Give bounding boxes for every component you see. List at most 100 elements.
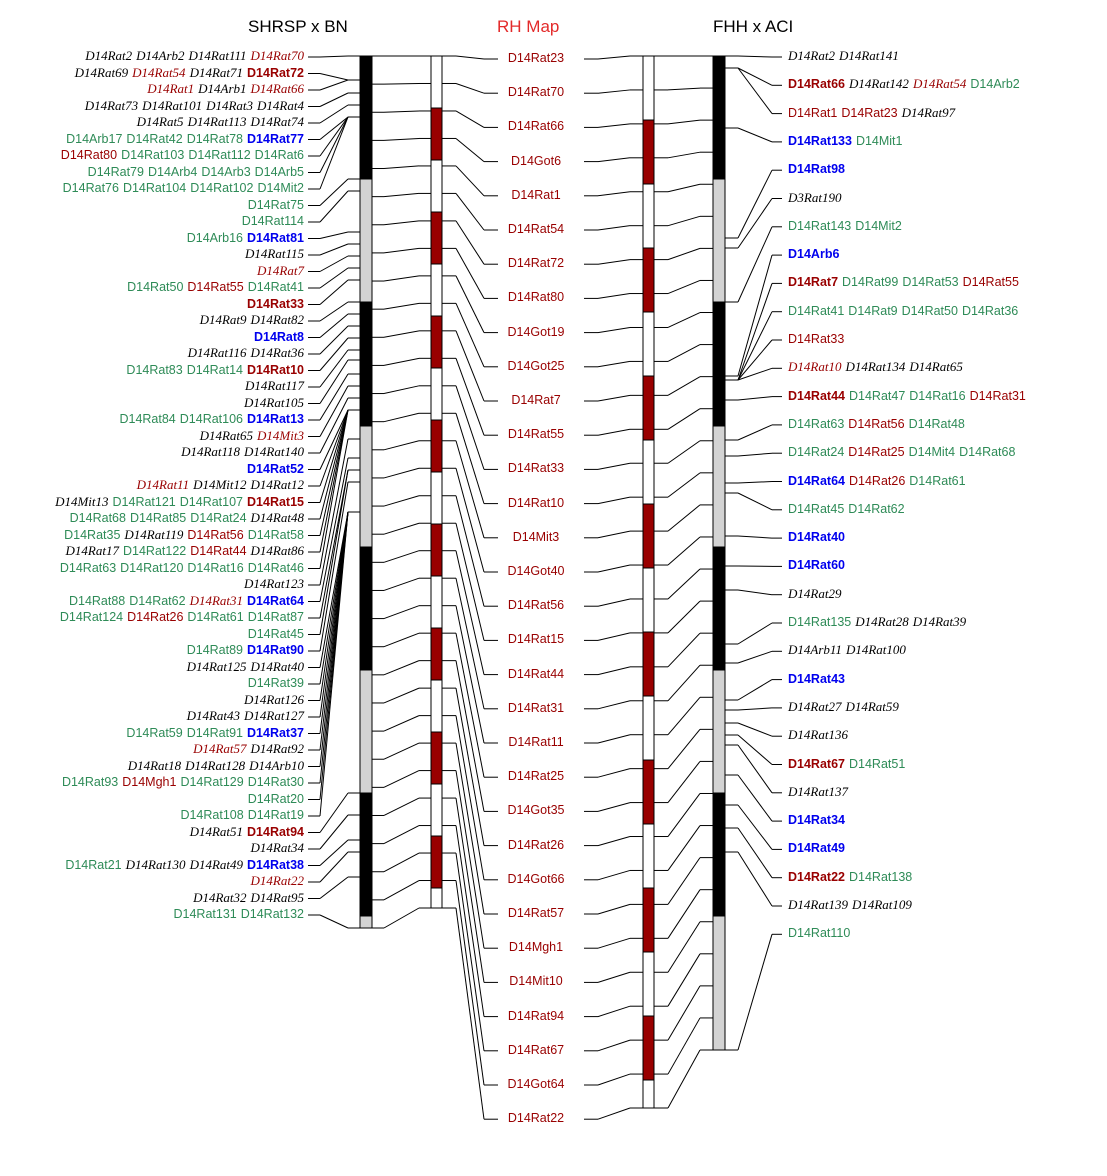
connector-line — [667, 568, 701, 600]
connector-line — [383, 330, 420, 338]
rh-right-bar-segment — [642, 1015, 655, 1081]
marker-label: D14Rat90 — [247, 643, 304, 657]
marker-label: D14Arb10 — [249, 757, 304, 773]
marker-label: D14Rat60 — [788, 558, 845, 573]
marker-label: D14Rat74 — [250, 114, 304, 129]
connector-line — [667, 536, 701, 566]
marker-label: D14Rat23 — [841, 105, 898, 120]
marker-label: D14Arb1 — [198, 81, 247, 96]
connector-line — [319, 267, 349, 289]
rh-right-bar-segment — [642, 1079, 655, 1109]
rh-marker-label: D14Rat54 — [507, 222, 565, 236]
connector-line — [667, 985, 701, 1041]
marker-label: D14Rat54 — [132, 64, 186, 80]
marker-label: D14Rat71 — [189, 64, 244, 80]
left-chromosome-bar-segment — [359, 178, 373, 303]
marker-label: D14Rat49 — [788, 841, 845, 856]
rh-marker-label: D14Got25 — [507, 358, 565, 373]
left-chromosome-bar-segment — [359, 915, 373, 929]
connector-line — [667, 215, 701, 227]
marker-label: D3Rat190 — [788, 189, 842, 205]
connector-line — [737, 452, 773, 457]
marker-label: D14Rat68 — [69, 511, 126, 525]
rh-right-bar-segment — [642, 631, 655, 697]
marker-label: D14Rat54 — [912, 76, 967, 92]
connector-line — [737, 481, 773, 484]
connector-line — [667, 953, 701, 1007]
marker-label: D14Arb6 — [788, 247, 840, 262]
marker-label: D14Rat128 — [185, 757, 246, 773]
marker-label: D14Rat11 — [136, 477, 190, 492]
connector-line — [319, 839, 349, 866]
rh-right-bar-segment — [642, 119, 655, 185]
connector-line — [737, 827, 773, 878]
connector-line — [455, 55, 485, 60]
connector-line — [597, 394, 631, 402]
left-map-row: D14Rat75 — [248, 198, 304, 212]
marker-label: D14Rat48 — [250, 510, 304, 525]
marker-label: D14Rat109 — [851, 897, 912, 912]
connector-line — [383, 412, 420, 423]
connector-line — [737, 226, 773, 303]
marker-label: D14Rat5 — [136, 114, 184, 129]
connector-line — [737, 589, 773, 596]
marker-label: D14Rat17 — [65, 543, 119, 558]
left-map-row: D14Rat7 — [257, 263, 304, 278]
marker-label: D14Rat127 — [244, 708, 304, 723]
right-map-row: D14Rat136 — [788, 728, 848, 742]
connector-line — [455, 83, 485, 94]
connector-line — [597, 632, 631, 641]
left-map-row: D14Rat45 — [248, 627, 304, 641]
connector-line — [737, 492, 773, 511]
left-map-row: D14Rat52 — [247, 462, 304, 476]
connector-line — [455, 852, 485, 1051]
connector-line — [319, 481, 349, 652]
connector-line — [737, 804, 773, 850]
marker-label: D14Rat8 — [253, 329, 304, 344]
marker-label: D14Rat26 — [127, 610, 184, 624]
rh-left-bar-segment — [430, 419, 443, 473]
connector-line — [667, 600, 701, 634]
rh-left-bar-segment — [430, 55, 443, 109]
marker-label: D14Rat45 — [247, 626, 304, 641]
connector-line — [319, 243, 349, 256]
connector-line — [597, 1107, 631, 1120]
marker-label: D14Rat32 — [193, 889, 247, 905]
rh-right-bar-segment — [642, 183, 655, 249]
left-map-row: D14Rat117 — [245, 379, 304, 393]
marker-label: D14Rat138 — [848, 869, 913, 884]
connector-line — [667, 889, 701, 939]
connector-line — [737, 424, 773, 441]
connector-line — [319, 409, 349, 536]
left-chromosome-bar-segment — [359, 55, 373, 180]
rh-marker-label: D14Rat7 — [511, 393, 561, 407]
connector-line — [455, 743, 485, 915]
connector-line — [737, 851, 773, 907]
rh-right-bar-segment — [642, 887, 655, 953]
connector-line — [383, 632, 420, 648]
connector-line — [319, 457, 349, 602]
right-map-row: D14Rat40 — [788, 530, 845, 544]
connector-line — [455, 688, 485, 846]
rh-marker-label: D14Got6 — [510, 153, 562, 168]
rh-marker-label: D14Rat33 — [507, 461, 565, 476]
connector-line — [383, 797, 420, 816]
marker-label: D14Rat132 — [240, 907, 304, 921]
connector-line — [597, 496, 631, 505]
connector-line — [455, 193, 485, 231]
marker-label: D14Arb11 — [788, 642, 842, 658]
marker-label: D14Rat79 — [87, 164, 144, 179]
connector-line — [597, 1039, 631, 1052]
marker-label: D14Rat38 — [247, 857, 304, 872]
marker-label: D14Rat43 — [788, 671, 845, 686]
connector-line — [455, 110, 485, 128]
connector-line — [319, 116, 349, 140]
marker-label: D14Mit3 — [257, 427, 304, 443]
